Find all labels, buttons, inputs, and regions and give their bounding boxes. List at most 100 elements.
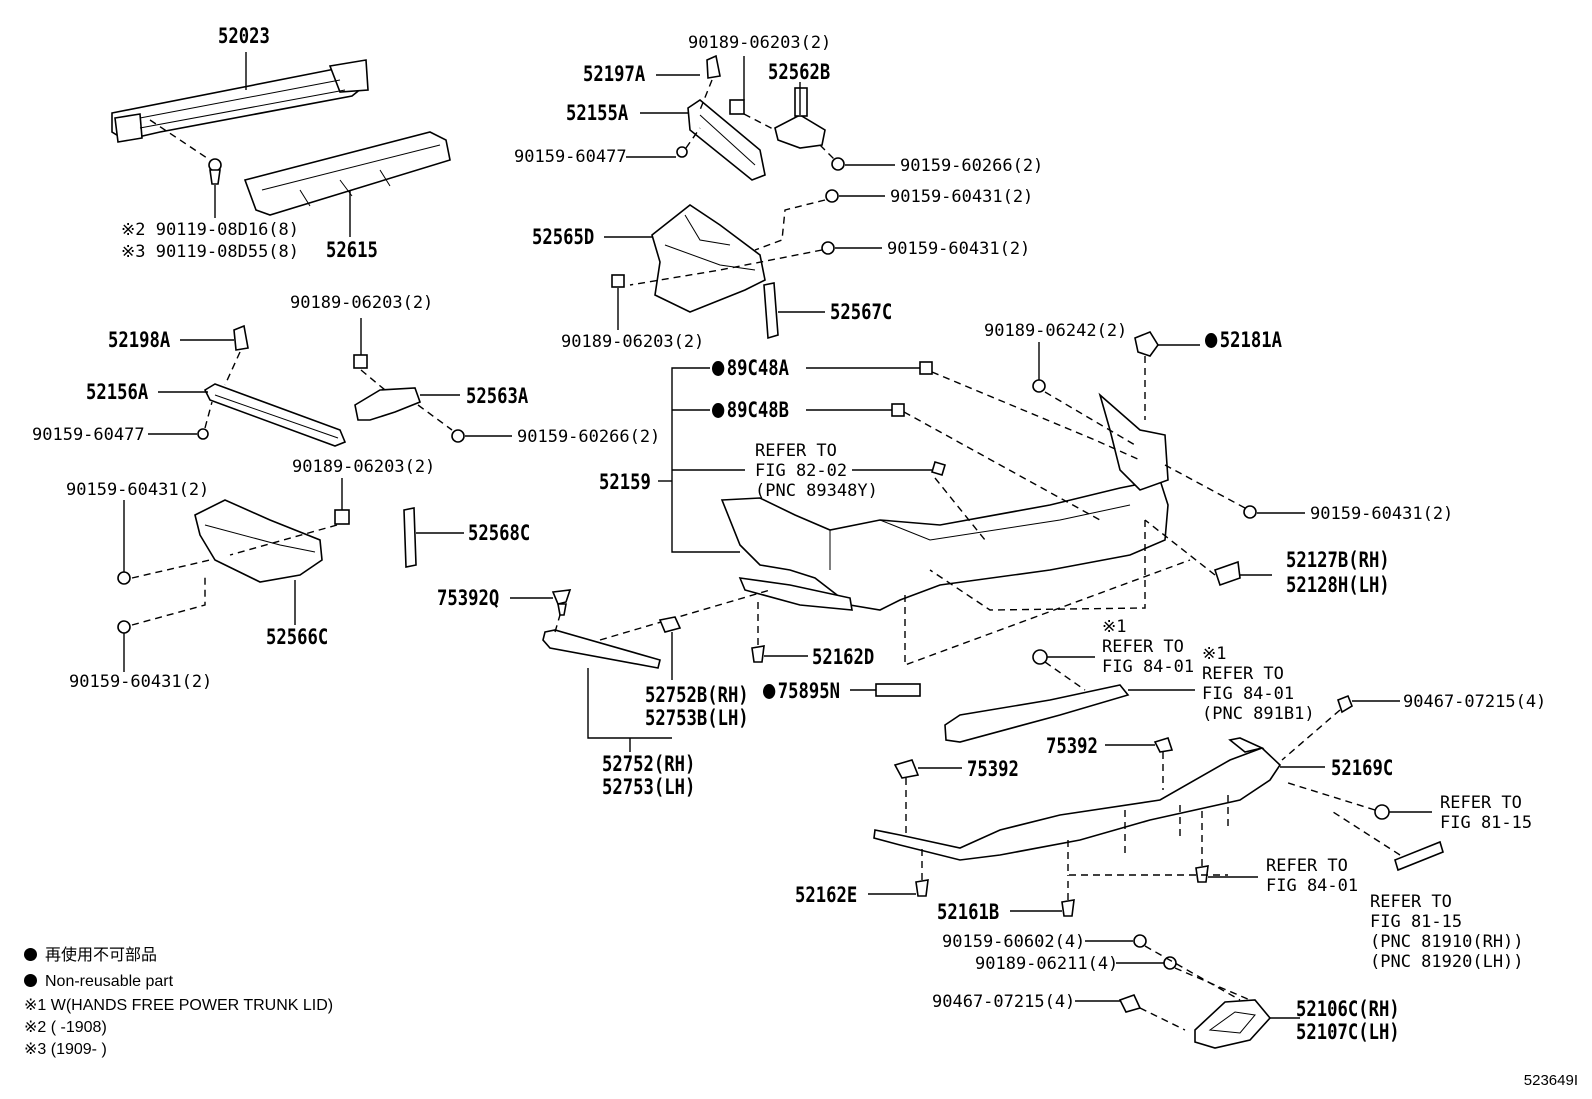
label-52128H: 52128H(LH) — [1286, 573, 1390, 597]
legend-note3: ※3 (1909- ) — [24, 1041, 107, 1058]
label-52753B: 52753B(LH) — [645, 706, 749, 730]
nut-81-15-a-drawing — [1374, 804, 1390, 820]
clip-90189-06242-drawing — [1032, 379, 1046, 393]
dash-molding — [599, 589, 771, 641]
bracket-52159 — [671, 367, 740, 553]
label-note1-a: ※1 — [1102, 617, 1127, 637]
label-refer-84-01-b2: FIG 84-01 — [1202, 684, 1295, 704]
dash-75392Q — [554, 614, 561, 633]
dash-06211 — [1174, 967, 1251, 1001]
bracket-52563A-drawing — [354, 387, 422, 421]
screw-90159-60431-a-drawing — [825, 189, 839, 203]
label-90189-06203-left: 90189-06203(2) — [290, 293, 434, 313]
dash-52127B — [1144, 519, 1216, 576]
bracket-52155A-drawing — [687, 99, 766, 181]
label-refer-84-01-b3: (PNC 891B1) — [1202, 704, 1315, 724]
legend-text-en: Non-reusable part — [45, 973, 174, 990]
bumper-reinforcement-drawing — [111, 59, 369, 143]
label-89C48A: 89C48A — [712, 356, 789, 380]
screw-90159-60477-left-drawing — [197, 428, 209, 440]
label-52752B: 52752B(RH) — [645, 683, 749, 707]
label-75895N: 75895N — [763, 679, 840, 703]
label-refer-81-15-b1: REFER TO — [1370, 892, 1452, 912]
dash-clip-52566C — [229, 524, 338, 556]
label-90189-06211: 90189-06211(4) — [975, 954, 1119, 974]
legend-text-jp: 再使用不可部品 — [45, 947, 158, 964]
label-52562B: 52562B — [768, 60, 831, 84]
clip-89C48A-drawing — [919, 361, 933, 375]
clip-52162D-drawing — [751, 645, 765, 663]
label-refer-84-01-a2: FIG 84-01 — [1102, 657, 1195, 677]
label-75392-b: 75392 — [1046, 734, 1098, 758]
clip-90189-left2-drawing — [334, 509, 350, 525]
label-refer-81-15-a1: REFER TO — [1440, 793, 1522, 813]
label-52159: 52159 — [599, 470, 651, 494]
cap-52127B-drawing — [1213, 560, 1241, 587]
label-52169C: 52169C — [1331, 756, 1394, 780]
dash-81910 — [1329, 809, 1401, 856]
strip-52568C-drawing — [403, 507, 417, 568]
label-90159-60477-left: 90159-60477 — [32, 425, 145, 445]
label-89C48B: 89C48B — [712, 398, 789, 422]
label-75392-a: 75392 — [967, 757, 1019, 781]
label-90189-06203-left2: 90189-06203(2) — [292, 457, 436, 477]
bumper-cover-drawing — [720, 392, 1169, 611]
clip-90467-bot-drawing — [1118, 994, 1142, 1013]
molding-52752-drawing — [542, 629, 661, 669]
label-52156A: 52156A — [86, 380, 149, 404]
label-refer-84-01-c1: REFER TO — [1266, 856, 1348, 876]
dash-clip-52563A — [360, 369, 386, 391]
screw-90159-60477-top-drawing — [676, 146, 688, 158]
dash-89C48B — [903, 411, 1101, 521]
label-90119-08D16: ※2 90119-08D16(8) — [121, 220, 300, 240]
dash-60431-left-b — [131, 575, 206, 626]
label-refer-81-15-b4: (PNC 81920(LH)) — [1370, 952, 1524, 972]
bullet-icon — [24, 948, 37, 961]
label-90159-60477-top: 90159-60477 — [514, 147, 627, 167]
label-52567C: 52567C — [830, 300, 893, 324]
legend-non-reusable-jp: 再使用不可部品 — [24, 946, 157, 966]
dash-clip-bracket — [743, 113, 776, 131]
label-refer-81-15-a2: FIG 81-15 — [1440, 813, 1533, 833]
energy-absorber-drawing — [243, 131, 451, 216]
label-90159-60431-left-b: 90159-60431(2) — [69, 672, 213, 692]
dash-60477-left — [204, 401, 213, 429]
screw-90159-60266-top-drawing — [831, 157, 845, 171]
screw-90159-60431-right-drawing — [1243, 505, 1257, 519]
dash-52197A — [699, 79, 713, 111]
clip-90189-mid-drawing — [611, 274, 625, 288]
label-52023: 52023 — [218, 24, 270, 48]
label-52106C: 52106C(RH) — [1296, 997, 1400, 1021]
screw-90159-60602-drawing — [1133, 934, 1147, 948]
label-refer-82-02-b: FIG 82-02 — [755, 461, 848, 481]
label-90189-06242: 90189-06242(2) — [984, 321, 1128, 341]
finisher-52106C-drawing — [1194, 999, 1272, 1049]
clip-75392Q-drawing — [551, 589, 572, 616]
label-52127B: 52127B(RH) — [1286, 548, 1390, 572]
label-90159-60431-left-a: 90159-60431(2) — [66, 480, 210, 500]
clip-52197A-drawing — [706, 54, 721, 79]
dash-60431-right — [1164, 464, 1246, 509]
nut-84-01-drawing — [1032, 649, 1048, 665]
clip-90189-top-drawing — [729, 99, 745, 115]
pad-75895N-drawing — [875, 683, 921, 697]
label-52563A: 52563A — [466, 384, 529, 408]
lower-cover-52169C-drawing — [873, 737, 1282, 861]
sensor-bracket-891B1-drawing — [944, 684, 1130, 743]
label-52161B: 52161B — [937, 900, 1000, 924]
clip-90189-left-drawing — [353, 354, 368, 369]
label-75392Q: 75392Q — [437, 586, 500, 610]
dash-84-01-a — [1044, 661, 1086, 691]
label-refer-81-15-b3: (PNC 81910(RH)) — [1370, 932, 1524, 952]
clip-89C48B-drawing — [891, 403, 905, 417]
label-52162D: 52162D — [812, 645, 875, 669]
screw-90159-60431-b-drawing — [821, 241, 835, 255]
dash-60266-left — [417, 404, 453, 431]
dash-60431-left-a — [131, 559, 211, 579]
label-90159-60602: 90159-60602(4) — [942, 932, 1086, 952]
label-90159-60266-top: 90159-60266(2) — [900, 156, 1044, 176]
dash-52198A — [224, 351, 241, 386]
dash-89348Y — [934, 477, 986, 541]
